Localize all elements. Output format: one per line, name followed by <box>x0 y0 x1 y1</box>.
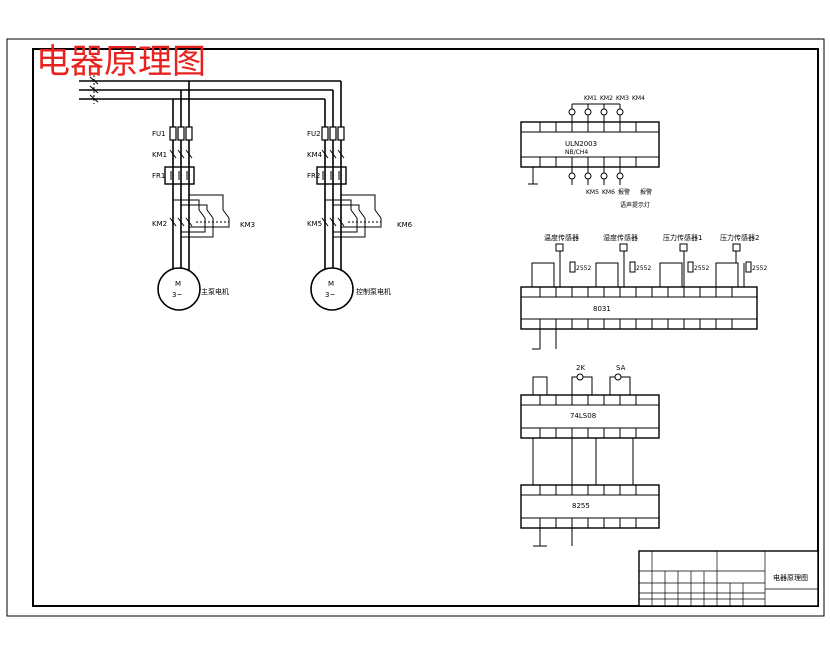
motor-1-phase: 3~ <box>172 291 182 299</box>
switch-label-2: SA <box>616 364 626 372</box>
km5-label: KM5 <box>307 220 322 228</box>
out-top-2: KM2 <box>600 95 613 102</box>
motor-1-m: M <box>175 280 181 288</box>
contactor-km1 <box>169 149 193 159</box>
sensor-label-1: 温度传感器 <box>544 233 579 242</box>
circuit-1: FU1 KM1 FR1 KM2 KM3 M 3~ 主泵电机 <box>152 81 255 311</box>
chip-8255: 8255 <box>520 484 660 547</box>
reversing-contactors-1 <box>169 194 230 238</box>
thermal-relay-1 <box>164 166 195 185</box>
switch-label-1: 2K <box>576 364 585 372</box>
amp-label-4: 2552 <box>752 265 767 272</box>
amp-label-3: 2552 <box>694 265 709 272</box>
thermal-relay-2 <box>316 166 347 185</box>
out-bot-3: 报警 <box>618 188 630 196</box>
motor-2-phase: 3~ <box>325 291 335 299</box>
chip-8031-name: 8031 <box>593 305 611 313</box>
chip-74ls08: 2K SA 74LS08 <box>520 364 660 439</box>
chip-74ls08-name: 74LS08 <box>570 412 596 420</box>
amp-label-2: 2552 <box>636 265 651 272</box>
fuse-2-label: FU2 <box>307 130 321 138</box>
chip-8031: 8031 温度传感器 湿度传感器 压力传感器1 压力传感器2 2552 2552… <box>520 233 767 350</box>
out-top-1: KM1 <box>584 95 597 102</box>
km6-label: KM6 <box>397 221 413 229</box>
bus-wires <box>532 438 634 485</box>
fuse-1-label: FU1 <box>152 130 166 138</box>
out-top-3: KM3 <box>616 95 629 102</box>
thermal-relay-2-label: FR2 <box>307 172 320 180</box>
chip-uln2003: ULN2003 NB/CH4 KM1 KM2 KM3 KM4 KM5 KM6 报… <box>520 95 660 209</box>
reversing-contactors-2 <box>321 194 382 238</box>
out-bot-4: 报警 <box>640 188 652 196</box>
sensor-label-4: 压力传感器2 <box>720 233 759 242</box>
motor-2-label: 控制泵电机 <box>356 287 391 296</box>
sensor-label-3: 压力传感器1 <box>663 233 702 242</box>
main-switch <box>89 75 99 104</box>
thermal-relay-1-label: FR1 <box>152 172 165 180</box>
drawing-frame <box>32 48 819 607</box>
out-bot-1: KM5 <box>586 189 599 196</box>
titleblock-title: 电器原理图 <box>773 573 808 582</box>
motor-2-m: M <box>328 280 334 288</box>
contactor-km4 <box>321 149 345 159</box>
amp-label-1: 2552 <box>576 265 591 272</box>
contactor-km4-label: KM4 <box>307 151 323 159</box>
circuit-2: FU2 KM4 FR2 KM5 KM6 M 3~ 控制泵电机 <box>307 81 413 311</box>
chip-8255-name: 8255 <box>572 502 590 510</box>
power-bus <box>79 80 341 100</box>
motor-2-icon <box>310 267 354 311</box>
motor-1-label: 主泵电机 <box>201 287 229 296</box>
fuse-1 <box>169 126 193 141</box>
sheet-border <box>6 38 825 617</box>
km3-label: KM3 <box>240 221 255 229</box>
contactor-km1-label: KM1 <box>152 151 167 159</box>
motor-1-icon <box>157 267 201 311</box>
out-bot-2: KM6 <box>602 189 615 196</box>
chip-uln2003-sub: NB/CH4 <box>565 149 588 156</box>
km2-label: KM2 <box>152 220 167 228</box>
fuse-2 <box>321 126 345 141</box>
sensor-label-2: 湿度传感器 <box>603 233 638 242</box>
chip-uln2003-name: ULN2003 <box>565 140 597 148</box>
title-block: 电器原理图 <box>638 550 819 607</box>
chip-uln2003-note: 语声提示灯 <box>620 201 650 209</box>
drawing-title: 电器原理图 <box>36 42 206 82</box>
out-top-4: KM4 <box>632 95 645 102</box>
